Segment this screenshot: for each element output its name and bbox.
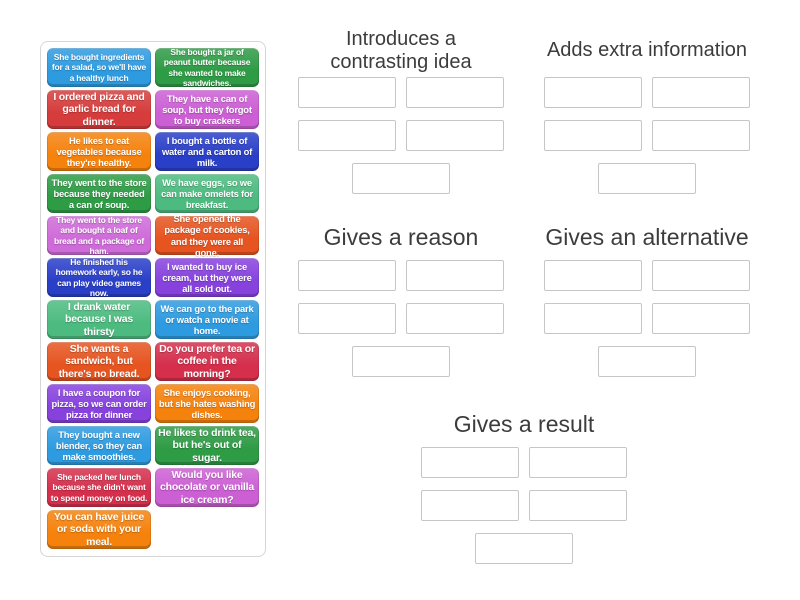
word-tile[interactable]: I ordered pizza and garlic bread for din…	[47, 90, 151, 129]
tile-panel: She bought ingredients for a salad, so w…	[40, 41, 266, 557]
group-adds-extra-information: Adds extra information	[544, 24, 750, 194]
word-tile[interactable]: She enjoys cooking, but she hates washin…	[155, 384, 259, 423]
word-tile[interactable]: She packed her lunch because she didn't …	[47, 468, 151, 507]
group-title: Adds extra information	[544, 24, 750, 77]
group-title-text: Introduces a contrasting idea	[330, 28, 472, 73]
word-tile[interactable]: I bought a bottle of water and a carton …	[155, 132, 259, 171]
drop-slot[interactable]	[652, 77, 750, 108]
word-tile[interactable]: He likes to drink tea, but he's out of s…	[155, 426, 259, 465]
drop-slot[interactable]	[652, 303, 750, 334]
group-slots	[298, 260, 504, 377]
group-slots	[544, 77, 750, 194]
drop-slot[interactable]	[421, 447, 519, 478]
drop-slot[interactable]	[298, 77, 396, 108]
group-title-text: Gives a result	[453, 411, 595, 438]
drop-slot[interactable]	[544, 303, 642, 334]
word-tile[interactable]: I drank water because I was thirsty	[47, 300, 151, 339]
group-title-text: Adds extra information	[546, 39, 748, 62]
drop-slot[interactable]	[406, 260, 504, 291]
group-title: Introduces a contrasting idea	[298, 24, 504, 77]
word-tile[interactable]: She opened the package of cookies, and t…	[155, 213, 259, 258]
drop-slot[interactable]	[298, 260, 396, 291]
word-tile[interactable]: Do you prefer tea or coffee in the morni…	[155, 342, 259, 381]
drop-slot[interactable]	[406, 120, 504, 151]
drop-slot[interactable]	[529, 490, 627, 521]
word-tile[interactable]: We can go to the park or watch a movie a…	[155, 300, 259, 339]
drop-slot[interactable]	[475, 533, 573, 564]
group-gives-alternative: Gives an alternative	[544, 216, 750, 377]
drop-slot[interactable]	[529, 447, 627, 478]
group-gives-reason: Gives a reason	[298, 216, 504, 377]
word-tile[interactable]: We have eggs, so we can make omelets for…	[155, 174, 259, 213]
group-title-text: Gives an alternative	[545, 224, 749, 251]
group-introduces-contrasting-idea: Introduces a contrasting idea	[298, 24, 504, 194]
word-tile[interactable]: She bought ingredients for a salad, so w…	[47, 48, 151, 87]
group-slots	[298, 77, 504, 194]
group-title: Gives a result	[421, 403, 627, 447]
word-tile[interactable]: She wants a sandwich, but there's no bre…	[47, 342, 151, 381]
tile-grid: She bought ingredients for a salad, so w…	[41, 42, 265, 555]
word-tile[interactable]: They went to the store because they need…	[47, 174, 151, 213]
drop-slot[interactable]	[406, 303, 504, 334]
drop-slot[interactable]	[652, 260, 750, 291]
drop-slot[interactable]	[544, 77, 642, 108]
drop-slot[interactable]	[598, 346, 696, 377]
word-tile[interactable]: He finished his homework early, so he ca…	[47, 257, 151, 298]
word-tile[interactable]: He likes to eat vegetables because they'…	[47, 132, 151, 171]
drop-slot[interactable]	[298, 120, 396, 151]
word-tile[interactable]: They have a can of soup, but they forgot…	[155, 90, 259, 129]
drop-slot[interactable]	[421, 490, 519, 521]
word-tile[interactable]: They bought a new blender, so they can m…	[47, 426, 151, 465]
group-slots	[544, 260, 750, 377]
drop-slot[interactable]	[352, 163, 450, 194]
word-tile[interactable]: You can have juice or soda with your mea…	[47, 510, 151, 549]
drop-slot[interactable]	[598, 163, 696, 194]
drop-slot[interactable]	[406, 77, 504, 108]
word-tile[interactable]: I wanted to buy ice cream, but they were…	[155, 258, 259, 297]
group-title: Gives an alternative	[544, 216, 750, 260]
word-tile[interactable]: She bought a jar of peanut butter becaus…	[155, 47, 259, 88]
group-gives-result: Gives a result	[421, 403, 627, 564]
word-tile[interactable]: I have a coupon for pizza, so we can ord…	[47, 384, 151, 423]
drop-slot[interactable]	[544, 120, 642, 151]
drop-slot[interactable]	[544, 260, 642, 291]
group-title: Gives a reason	[298, 216, 504, 260]
group-title-text: Gives a reason	[323, 224, 479, 251]
drop-slot[interactable]	[352, 346, 450, 377]
group-slots	[421, 447, 627, 564]
word-tile[interactable]: They went to the store and bought a loaf…	[47, 215, 151, 256]
drop-slot[interactable]	[298, 303, 396, 334]
drop-slot[interactable]	[652, 120, 750, 151]
word-tile[interactable]: Would you like chocolate or vanilla ice …	[155, 468, 259, 507]
